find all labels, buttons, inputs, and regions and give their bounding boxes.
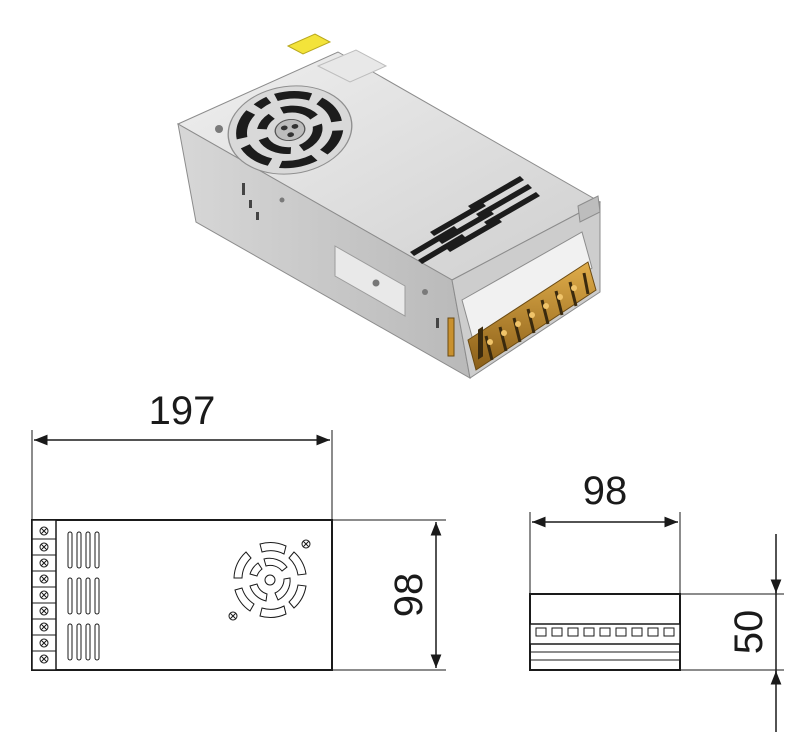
screw-icon: [215, 125, 223, 133]
warning-label-sticker: [286, 33, 332, 55]
terminal-screws: [32, 526, 56, 664]
fan-grille-icon: [233, 542, 307, 618]
screw-icon: [372, 279, 380, 287]
dimension-label-end-height: 50: [727, 610, 771, 655]
screw-icon: [228, 611, 238, 621]
end-view-terminals: [535, 627, 675, 637]
dimension-label-width: 98: [387, 573, 431, 618]
side-vent-slots: [242, 183, 439, 328]
top-view-drawing: [31, 430, 446, 671]
spec-label: [316, 49, 388, 83]
screw-icon: [301, 539, 311, 549]
top-view-vent-slots: [67, 531, 100, 661]
dimension-label-end-width: 98: [583, 469, 628, 513]
top-view-outline: [31, 519, 333, 671]
dimension-label-length: 197: [149, 389, 216, 433]
screw-icon: [422, 289, 428, 295]
fan-grille-icon: [227, 85, 353, 175]
top-vent-slots: [410, 176, 540, 264]
end-view-drawing: [529, 512, 784, 732]
side-panel-recess: [334, 245, 406, 317]
terminal-block-icon: [447, 195, 601, 371]
terminal-strip: [31, 519, 57, 671]
product-photo: [176, 33, 602, 379]
screw-icon: [279, 197, 285, 203]
